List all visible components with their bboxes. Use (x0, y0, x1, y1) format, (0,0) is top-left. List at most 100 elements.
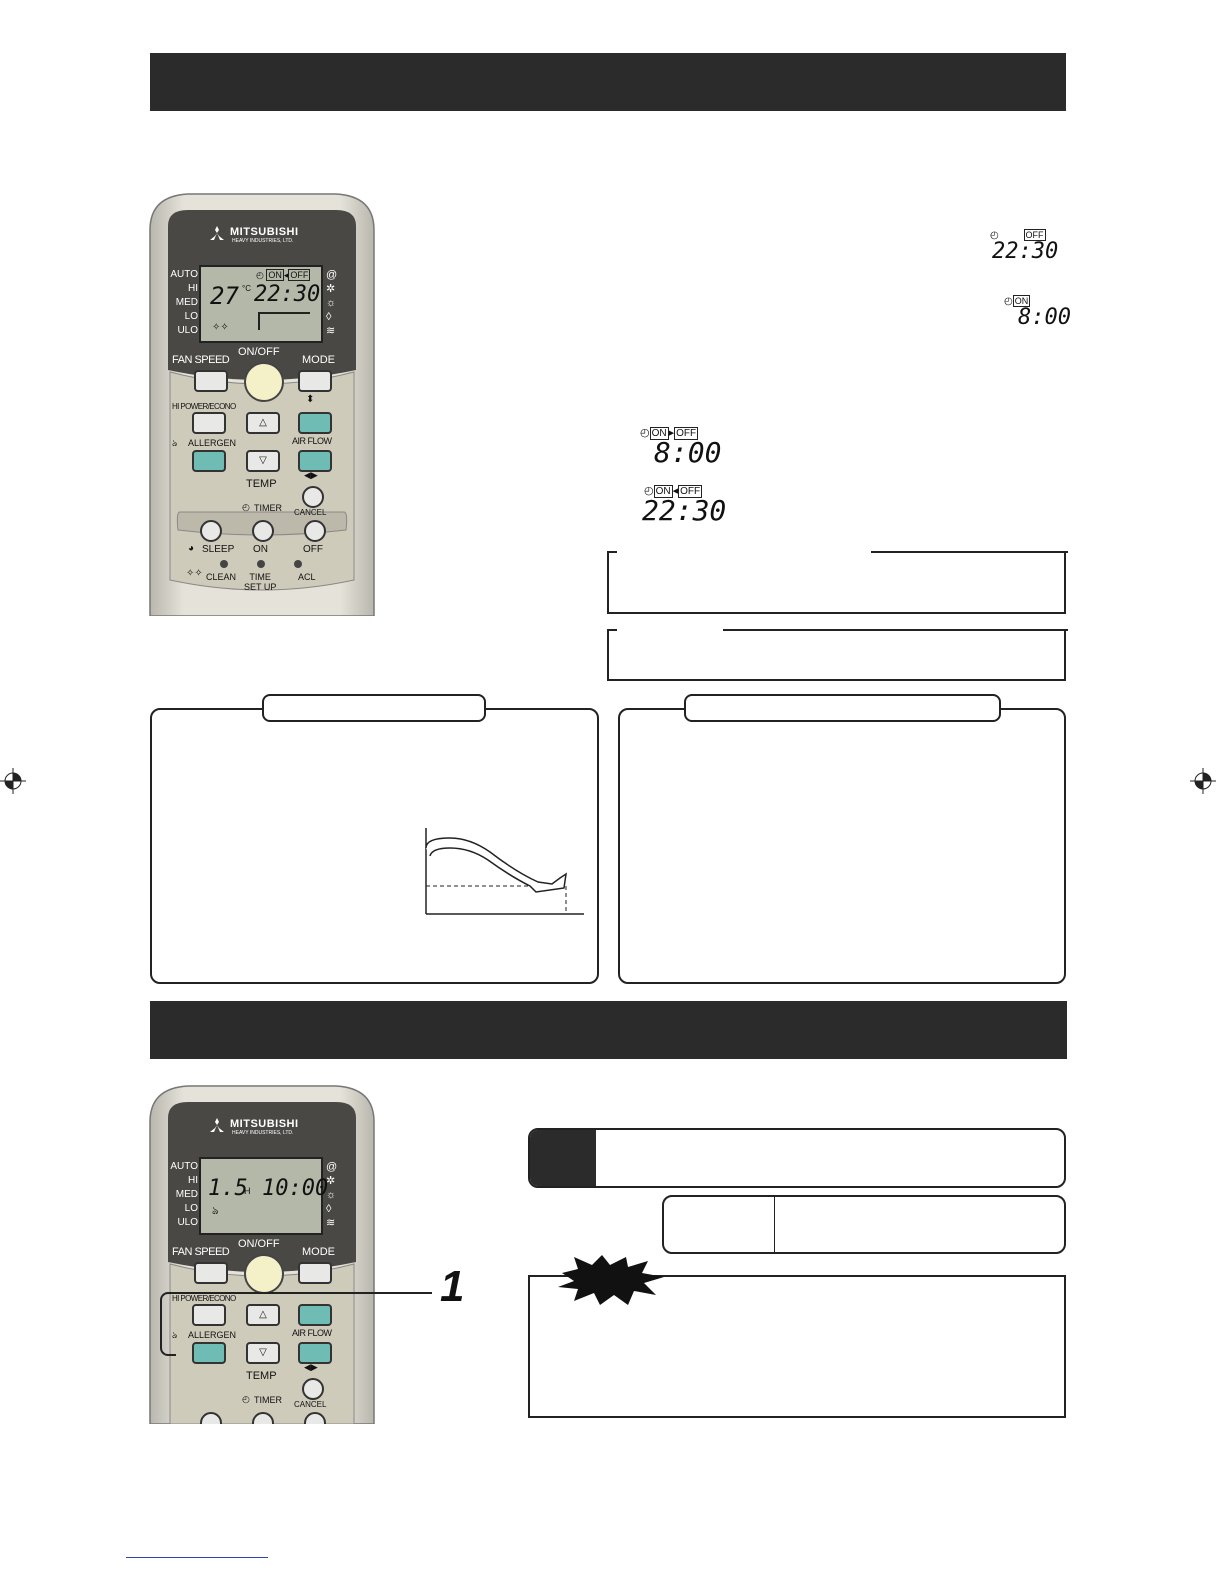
remote2-overlay: MITSUBISHI HEAVY INDUSTRIES, LTD. AUTO H… (148, 1082, 376, 1424)
label-hi-power: HI POWER/ECONO (172, 1294, 236, 1303)
label-fan-speed: FAN SPEED (172, 1246, 230, 1258)
fan-level-ulo: ULO (177, 325, 198, 336)
timer-display-off-to-on: ◴ON◂OFF 22:30 (642, 484, 727, 527)
fan-level-lo: LO (184, 1203, 198, 1214)
label-on-off: ON/OFF (238, 346, 280, 358)
sleep-icon: ◕ (188, 543, 195, 554)
timer-on-button[interactable] (252, 520, 274, 542)
clean-button[interactable] (220, 560, 228, 568)
lcd-temperature: 27 (210, 282, 239, 310)
temp-down-button[interactable]: ▽ (246, 1342, 280, 1364)
clock-icon: ◴ (640, 427, 650, 439)
cool-mode-icon: ✲ (326, 1175, 336, 1187)
footer-rule (126, 1557, 268, 1558)
timer-on-button[interactable] (252, 1412, 274, 1424)
lcd-clock: 22:30 (254, 282, 321, 307)
lcd-clock: 10:00 (262, 1176, 329, 1201)
fan-mode-icon: ≋ (326, 1217, 336, 1229)
note-box-1-top-line-right (871, 551, 1068, 553)
note-box-1-top-line (607, 551, 617, 553)
sub-info-box (662, 1195, 1066, 1254)
time-set-up-button[interactable] (257, 560, 265, 568)
note-box-2-top-line-right (723, 629, 1068, 631)
label-cancel: CANCEL (294, 508, 327, 517)
timer-display-off-only: ◴ OFF 22:30 (990, 229, 1059, 264)
info-panel-right (618, 708, 1066, 984)
fan-speed-button[interactable] (194, 370, 228, 392)
sleep-temperature-graph (425, 828, 584, 915)
clean-icon: ✧✧ (186, 568, 203, 579)
fan-speed-button[interactable] (194, 1262, 228, 1284)
timer-clock-icon: ◴ (242, 1394, 250, 1404)
timer-on-time: 8:00 (1018, 305, 1071, 330)
label-timer: TIMER (254, 503, 282, 513)
label-temp: TEMP (246, 1370, 277, 1382)
power-button[interactable] (244, 362, 284, 402)
timer-clock-icon: ◴ (242, 502, 250, 512)
lcd-allergen-icon: ঌ (212, 1205, 219, 1217)
temp-up-button[interactable]: △ (246, 1304, 280, 1326)
sleep-button[interactable] (200, 1412, 222, 1424)
fan-level-auto: AUTO (170, 1161, 198, 1172)
allergen-icon: ঌ (172, 438, 178, 448)
cancel-button[interactable] (302, 486, 324, 508)
lcd-clean-icon: ✧✧ (212, 322, 229, 333)
step-box-label-area (530, 1130, 596, 1186)
auto-mode-icon: @ (326, 1161, 338, 1173)
timer-off-time: 22:30 (992, 239, 1059, 264)
sleep-button[interactable] (200, 520, 222, 542)
airflow-side-icon: ◀▶ (304, 1362, 318, 1372)
fan-level-med: MED (175, 1189, 198, 1200)
fan-mode-icon: ≋ (326, 325, 336, 337)
hi-power-button[interactable] (192, 1304, 226, 1326)
label-temp: TEMP (246, 478, 277, 490)
mode-icons-column: @ ✲ ☼ ◊ ≋ (326, 268, 337, 338)
callout-line (174, 1292, 432, 1294)
temp-up-button[interactable]: △ (246, 412, 280, 434)
lcd-hours-unit: H (244, 1186, 251, 1196)
section-header-band-2 (150, 1001, 1067, 1059)
label-air-flow: AIR FLOW (292, 436, 332, 446)
timer-on-tag: ON (649, 427, 669, 440)
mitsubishi-logo-icon (210, 226, 224, 240)
allergen-button[interactable] (192, 450, 226, 472)
timer-off-tag: OFF (678, 485, 703, 498)
airflow-horizontal-button[interactable] (298, 1342, 332, 1364)
hi-power-button[interactable] (192, 412, 226, 434)
fan-level-lo: LO (184, 311, 198, 322)
note-box-1 (607, 551, 1068, 614)
label-mode: MODE (302, 354, 335, 366)
acl-button[interactable] (294, 560, 302, 568)
heat-mode-icon: ☼ (326, 1189, 337, 1201)
cancel-button[interactable] (302, 1378, 324, 1400)
label-sleep: SLEEP (202, 544, 235, 555)
label-on: ON (253, 544, 268, 555)
timer-off-button[interactable] (304, 520, 326, 542)
cool-mode-icon: ✲ (326, 283, 336, 295)
dry-mode-icon: ◊ (326, 311, 332, 323)
label-off: OFF (303, 544, 323, 555)
mode-button[interactable] (298, 370, 332, 392)
clock-icon: ◴ (990, 230, 999, 241)
step-box (528, 1128, 1066, 1188)
registration-mark-icon (0, 768, 26, 794)
airflow-horizontal-button[interactable] (298, 450, 332, 472)
note-box-2 (607, 629, 1068, 681)
clock-icon: ◴ (644, 485, 654, 497)
fan-level-ulo: ULO (177, 1217, 198, 1228)
allergen-button[interactable] (192, 1342, 226, 1364)
mode-icons-column: @ ✲ ☼ ◊ ≋ (326, 1160, 337, 1230)
brand-subtitle: HEAVY INDUSTRIES, LTD. (232, 1130, 294, 1136)
mode-button[interactable] (298, 1262, 332, 1284)
fan-level-hi: HI (188, 1175, 198, 1186)
lcd-on-tag: ON (266, 269, 284, 281)
brand-name: MITSUBISHI (230, 226, 299, 238)
power-button[interactable] (244, 1254, 284, 1294)
temp-down-button[interactable]: ▽ (246, 450, 280, 472)
label-cancel: CANCEL (294, 1400, 327, 1409)
timer-on-off-time-b: 22:30 (642, 494, 727, 527)
timer-off-button[interactable] (304, 1412, 326, 1424)
airflow-vertical-button[interactable] (298, 1304, 332, 1326)
clock-icon: ◴ (256, 270, 264, 280)
airflow-vertical-button[interactable] (298, 412, 332, 434)
